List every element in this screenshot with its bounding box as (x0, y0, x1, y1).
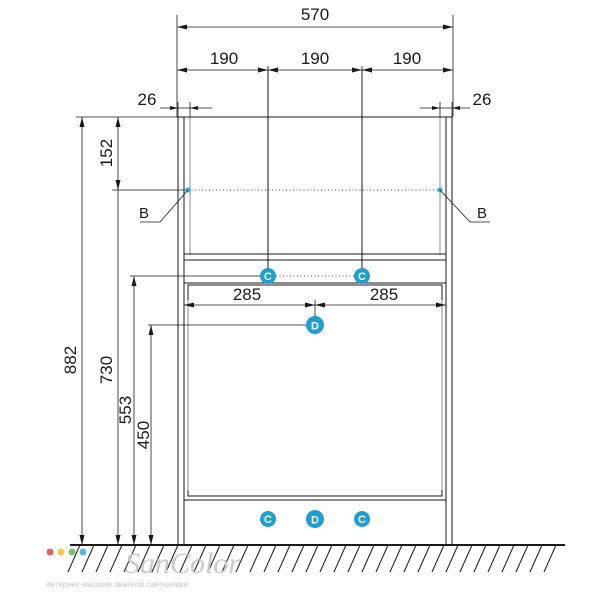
dimension-side-right: 26 (473, 90, 492, 109)
floor-hatch-line (165, 544, 179, 573)
half-width-dimensions: 285 285 (184, 285, 446, 318)
watermark: SanColor интернет-магазин цветной сантех… (46, 547, 240, 589)
floor-hatch-line (389, 544, 403, 573)
width-dimensions: 570 190 190 190 (176, 5, 454, 268)
svg-text:C: C (358, 514, 366, 526)
floor-hatch-line (263, 544, 277, 573)
floor-hatch-line (445, 544, 459, 573)
watermark-tagline: интернет-магазин цветной сантехники (46, 580, 188, 589)
c-reference: C C (260, 268, 370, 284)
floor-hatch-line (319, 544, 333, 573)
callout-b-right: B (477, 205, 487, 222)
svg-text:C: C (358, 271, 366, 283)
height-dimensions: 882 152 730 553 450 (61, 116, 310, 545)
svg-text:D: D (311, 321, 319, 333)
floor-hatch-line (473, 544, 487, 573)
floor-hatch-line (459, 544, 473, 573)
b-reference-line: B B (139, 187, 490, 223)
floor-hatch-line (95, 544, 109, 573)
floor-hatch-line (515, 544, 529, 573)
legend-marker-c-right: C (354, 511, 370, 527)
floor-hatch-line (235, 544, 249, 573)
floor-hatch-line (67, 544, 81, 573)
dimension-height-553: 553 (116, 396, 135, 424)
dimension-segment-right: 190 (393, 49, 421, 68)
svg-text:C: C (264, 271, 272, 283)
dimension-height-c: 730 (97, 356, 116, 384)
left-side-panel (177, 116, 185, 546)
floor-hatch-line (109, 544, 123, 573)
svg-text:C: C (264, 514, 272, 526)
floor-hatch-line (277, 544, 291, 573)
dimension-height-d: 450 (134, 421, 153, 449)
floor-hatch-line (291, 544, 305, 573)
right-side-panel (445, 116, 453, 546)
bottom-markers: C D C (260, 510, 370, 528)
watermark-dot-green (68, 548, 76, 556)
dimension-half-right: 285 (370, 285, 398, 304)
floor-hatch-line (151, 544, 165, 573)
floor-hatch-line (207, 544, 221, 573)
floor-hatch-line (347, 544, 361, 573)
floor-hatch-line (501, 544, 515, 573)
floor-hatch-line (81, 544, 95, 573)
floor-hatch-line (417, 544, 431, 573)
floor-hatch-line (543, 544, 557, 573)
dimension-half-left: 285 (233, 285, 261, 304)
dimension-total-width: 570 (301, 5, 329, 24)
dimension-segment-left: 190 (210, 49, 238, 68)
legend-marker-c-left: C (260, 511, 276, 527)
legend-marker-d: D (306, 510, 324, 528)
floor (67, 544, 565, 573)
marker-c-left: C (260, 268, 276, 284)
dimension-top-section: 152 (97, 139, 116, 167)
watermark-dot-red (46, 548, 54, 556)
floor-hatching (67, 544, 557, 573)
floor-hatch-line (487, 544, 501, 573)
floor-hatch-line (193, 544, 207, 573)
watermark-brand: SanColor (125, 547, 240, 580)
side-thickness-dimensions: 26 26 (138, 90, 492, 117)
floor-hatch-line (375, 544, 389, 573)
floor-hatch-line (137, 544, 151, 573)
dimension-segment-middle: 190 (301, 49, 329, 68)
callout-b-left: B (139, 205, 149, 222)
floor-hatch-line (305, 544, 319, 573)
floor-hatch-line (403, 544, 417, 573)
floor-hatch-line (361, 544, 375, 573)
dimension-side-left: 26 (138, 90, 157, 109)
floor-hatch-line (431, 544, 445, 573)
floor-hatch-line (123, 544, 137, 573)
floor-hatch-line (529, 544, 543, 573)
dimension-total-height: 882 (61, 346, 80, 374)
svg-text:D: D (311, 515, 319, 527)
floor-hatch-line (179, 544, 193, 573)
watermark-dot-blue (79, 548, 87, 556)
floor-hatch-line (249, 544, 263, 573)
floor-hatch-line (333, 544, 347, 573)
marker-c-right: C (354, 268, 370, 284)
floor-hatch-line (221, 544, 235, 573)
cabinet-outline (177, 116, 453, 546)
marker-d-top: D (306, 316, 324, 334)
watermark-dot-yellow (57, 548, 65, 556)
